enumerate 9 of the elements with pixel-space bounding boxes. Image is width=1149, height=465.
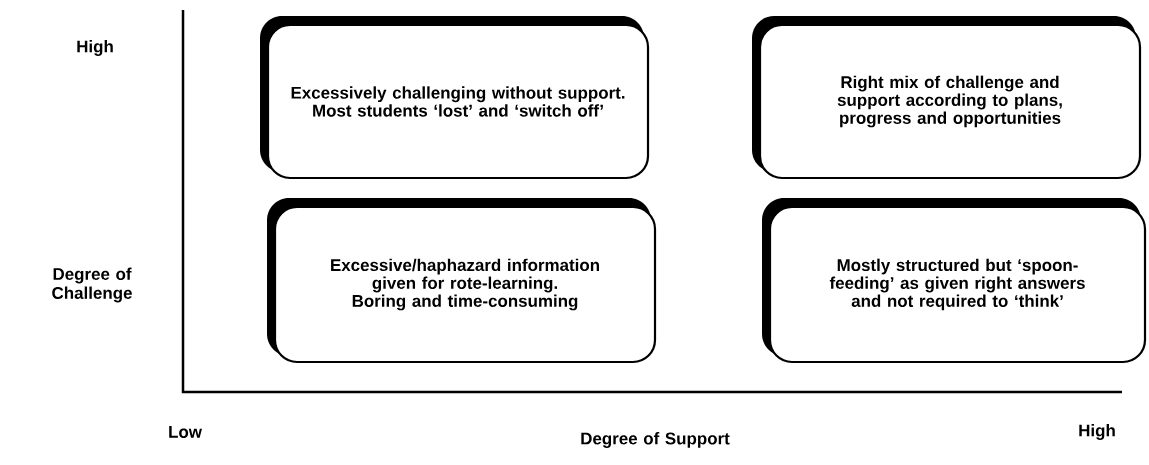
axis-label: High — [1079, 424, 1115, 440]
axis-label: Degree of Challenge — [52, 267, 132, 303]
rounded-box: Excessive/haphazard information given for rote-learning. Boring and time-consuming — [267, 198, 657, 364]
axis-label: High — [77, 40, 113, 56]
rounded-box: Right mix of challenge and support according to plans, progress and opportunities — [752, 16, 1142, 180]
axis-label: Low — [169, 426, 202, 438]
axis-label: Degree of Support — [581, 432, 730, 448]
rounded-box: Excessively challenging without support. Most students ‘lost’ and ‘switch off’ — [260, 16, 650, 180]
rounded-box: Mostly structured but ‘spoon-feeding’ as given right answers and not required to ‘think’ — [762, 198, 1147, 364]
